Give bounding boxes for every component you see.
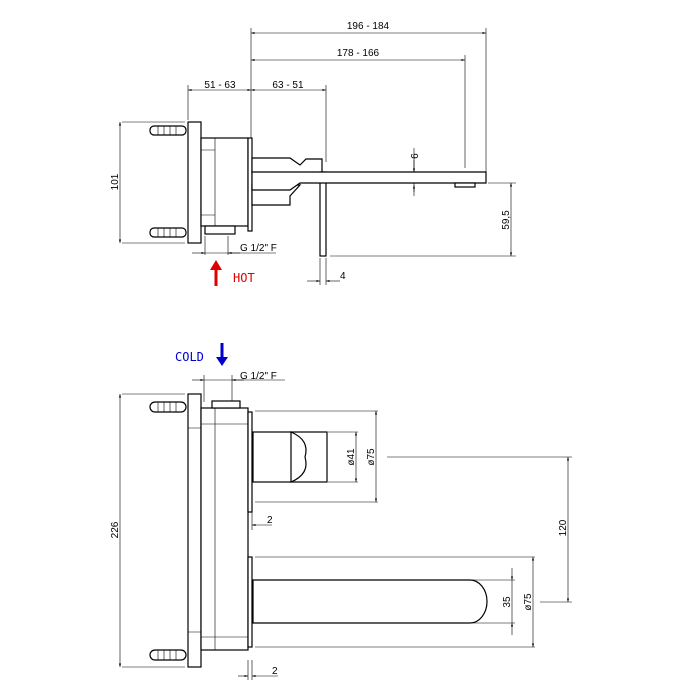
lever-plate <box>319 171 327 257</box>
dim-thread-hot: G 1/2" F <box>240 243 277 254</box>
dim-lever-diameter: ø41 <box>346 448 357 466</box>
dim-spout-reach: 178 - 166 <box>337 48 380 59</box>
dim-spout-width: 35 <box>502 596 513 608</box>
dim-spout-height: 59,5 <box>501 210 512 230</box>
mounting-plate <box>187 393 202 668</box>
dim-side-height: 101 <box>110 173 121 190</box>
side-view: 196 - 184 178 - 166 51 - 63 63 - 51 101 … <box>110 21 516 286</box>
inlet-hot <box>204 225 236 235</box>
hot-label: HOT <box>233 271 255 285</box>
valve-body <box>200 137 249 227</box>
dim-thread-cold: G 1/2" F <box>240 371 277 382</box>
mounting-plate <box>187 121 202 244</box>
dim-overall-reach: 196 - 184 <box>347 21 390 32</box>
dim-gap-top: 2 <box>267 515 273 526</box>
dim-body-depth: 63 - 51 <box>272 80 304 91</box>
dim-front-height: 226 <box>110 521 121 538</box>
cold-label: COLD <box>175 350 204 364</box>
inlet-cold <box>211 400 241 409</box>
spout-cover-flange <box>247 556 253 648</box>
dim-wall-depth: 51 - 63 <box>204 80 236 91</box>
wall-anchor-bottom <box>149 649 187 661</box>
dim-spout-plate-diameter: ø75 <box>523 593 534 611</box>
dim-lever-plate-diameter: ø75 <box>366 448 377 466</box>
lever-handle <box>252 431 328 483</box>
wall-anchor-bottom <box>149 227 187 238</box>
wall-anchor-top <box>149 125 187 136</box>
lever-handle <box>251 157 323 174</box>
lever-cover-flange <box>247 411 253 513</box>
dim-spout-thickness: 9 <box>408 153 419 159</box>
valve-body <box>200 407 249 651</box>
aerator <box>454 182 476 188</box>
dim-spacing: 120 <box>558 519 569 536</box>
wall-anchor-top <box>149 401 187 413</box>
spout <box>252 579 488 624</box>
cold-arrow-icon <box>216 343 228 366</box>
front-view: COLD <box>110 343 572 680</box>
spout <box>251 171 487 191</box>
dim-lever-thickness: 4 <box>340 271 346 282</box>
hot-arrow-icon <box>210 260 222 286</box>
dim-gap-bottom: 2 <box>272 666 278 677</box>
